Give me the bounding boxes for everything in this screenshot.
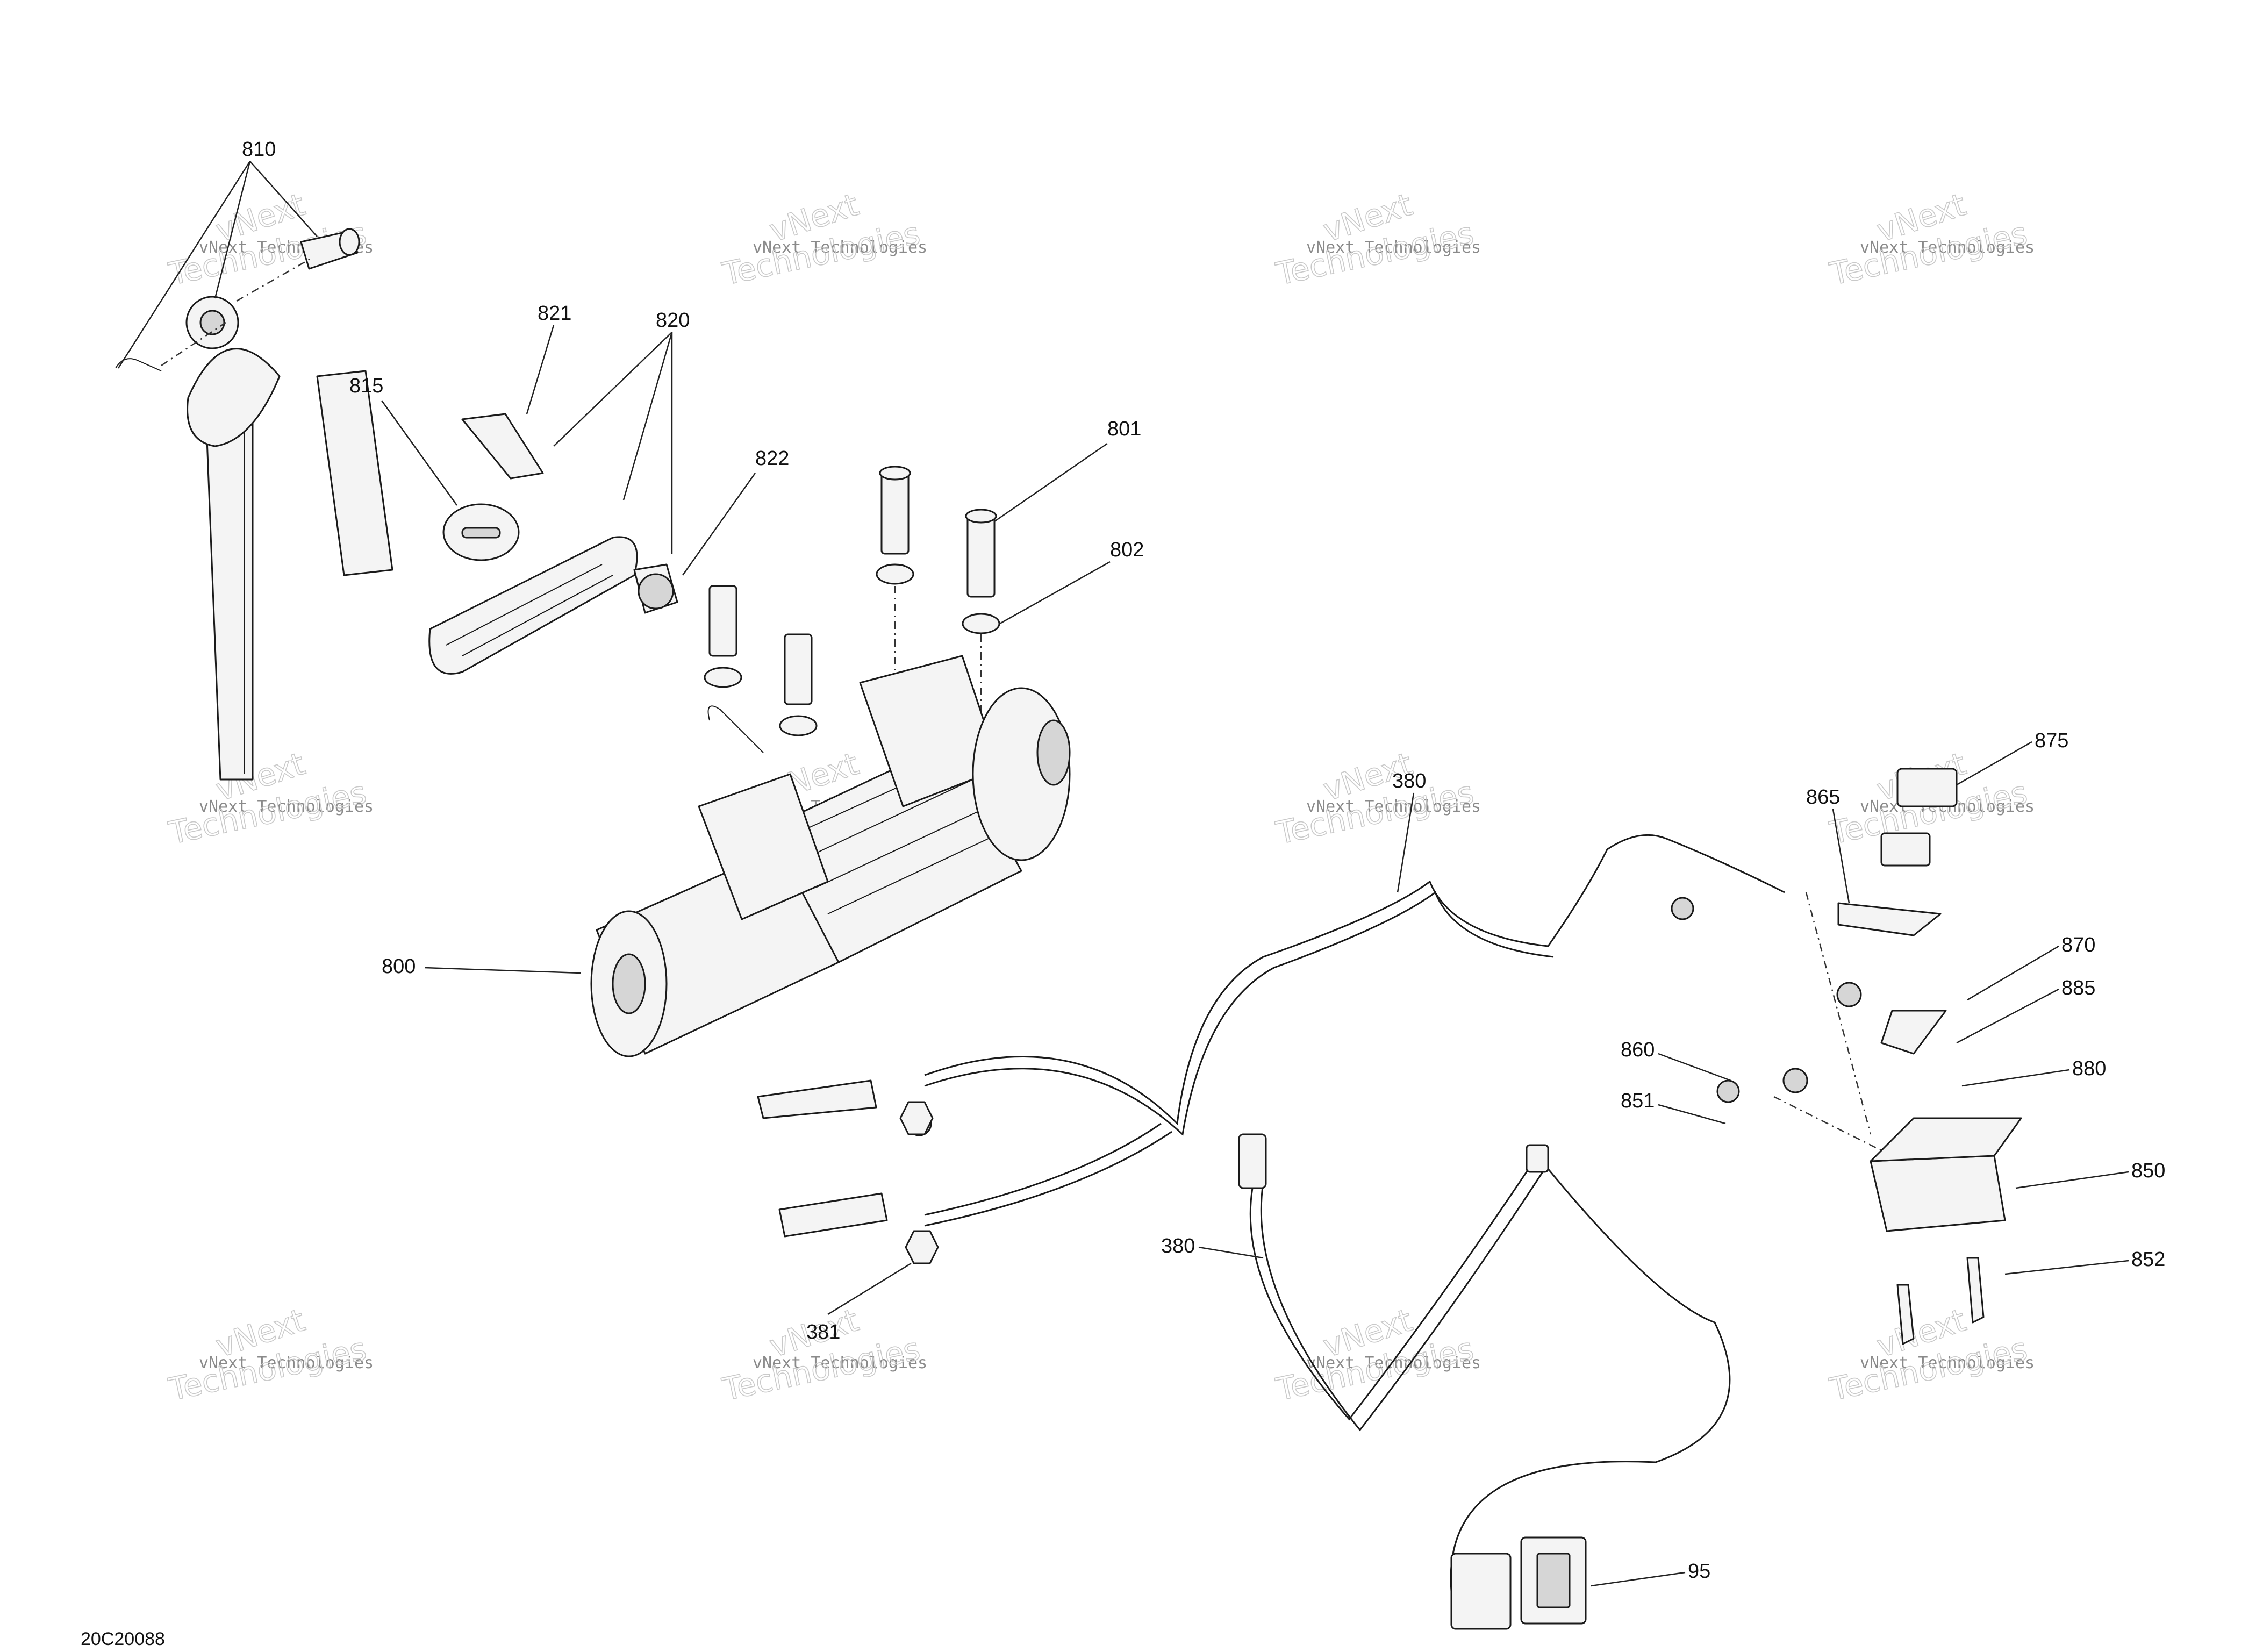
callout-810: 810 — [117, 138, 318, 369]
callout-label: 802 — [1110, 539, 1144, 561]
callout-label: 380 — [1392, 770, 1426, 792]
callout-label: 860 — [1621, 1039, 1655, 1061]
callout-label: 850 — [2131, 1160, 2165, 1182]
watermark-text-1: vNext Technologies — [1860, 1354, 2035, 1372]
watermark-text-1: vNext Technologies — [199, 797, 374, 816]
nuts-part — [899, 1101, 939, 1264]
callout-815: 815 — [349, 375, 458, 506]
callout-822: 822 — [682, 447, 789, 576]
rocker-switch-part — [1450, 1536, 1587, 1630]
watermark: vNext Technologies vNext Technologies — [165, 1301, 374, 1408]
callout-label: 822 — [755, 447, 789, 470]
callout-label: 815 — [349, 375, 383, 397]
watermark: vNext Technologies vNext Technologies — [719, 1301, 927, 1408]
callout-label: 381 — [806, 1321, 840, 1343]
watermark-text-1: vNext Technologies — [1306, 797, 1481, 816]
callout-label: 821 — [538, 302, 571, 325]
callout-875: 875 — [1956, 730, 2068, 786]
callout-870: 870 — [1967, 934, 2095, 1001]
hook-strap-part — [115, 228, 360, 781]
callout-850: 850 — [2015, 1160, 2165, 1189]
watermark: vNext Technologies vNext Technologies — [1272, 1301, 1481, 1408]
watermark-text-1: vNext Technologies — [199, 1354, 374, 1372]
callout-label: 810 — [242, 138, 276, 161]
callout-label: 380 — [1161, 1235, 1195, 1257]
callout-802: 802 — [999, 539, 1144, 625]
callout-label: 885 — [2061, 977, 2095, 999]
callout-380-lower: 380 — [1161, 1235, 1264, 1259]
callout-380-upper: 380 — [1392, 770, 1426, 893]
callout-851: 851 — [1621, 1090, 1726, 1125]
callout-821: 821 — [526, 302, 571, 414]
callout-885: 885 — [1956, 977, 2095, 1044]
callout-820: 820 — [553, 309, 690, 554]
callout-95: 95 — [1591, 1560, 1710, 1587]
watermark-text-1: vNext Technologies — [1306, 1354, 1481, 1372]
watermark: vNext Technologies vNext Technologies — [165, 745, 374, 852]
solenoid-assembly-part — [1671, 768, 2022, 1345]
callout-label: 852 — [2131, 1248, 2165, 1271]
callout-860: 860 — [1621, 1039, 1731, 1082]
watermark-text-1: vNext Technologies — [1306, 238, 1481, 257]
callout-label: 851 — [1621, 1090, 1655, 1112]
callout-label: 801 — [1107, 418, 1141, 440]
callout-381: 381 — [806, 1262, 912, 1343]
callout-801: 801 — [994, 418, 1141, 523]
watermark-text-1: vNext Technologies — [1860, 238, 2035, 257]
callout-label: 865 — [1806, 786, 1840, 809]
callout-865: 865 — [1806, 786, 1850, 904]
watermark-text-1: vNext Technologies — [753, 238, 927, 257]
callout-label: 95 — [1688, 1560, 1710, 1583]
drawing-code: 20C20088 — [81, 1629, 165, 1649]
wiring-harness-part — [757, 834, 1785, 1592]
watermark: vNext Technologies vNext Technologies — [1272, 745, 1481, 852]
winch-assembly-part — [590, 655, 1071, 1057]
watermark-layer: vNext Technologies vNext Technologies vN… — [165, 185, 2035, 1408]
callout-label: 880 — [2072, 1057, 2106, 1080]
watermark-text-1: vNext Technologies — [753, 1354, 927, 1372]
callout-label: 820 — [656, 309, 690, 332]
callout-852: 852 — [2004, 1248, 2165, 1275]
callout-label: 870 — [2061, 934, 2095, 956]
watermark: vNext Technologies vNext Technologies — [1826, 1301, 2035, 1408]
callout-label: 875 — [2035, 730, 2068, 752]
callout-label: 800 — [382, 955, 416, 978]
watermark: vNext Technologies vNext Technologies — [1826, 185, 2035, 292]
mounting-bolts-part — [704, 466, 1000, 736]
fairlead-part — [316, 370, 678, 675]
callout-layer: 810 821 820 815 822 801 802 — [117, 138, 2165, 1587]
watermark: vNext Technologies vNext Technologies — [719, 185, 927, 292]
callout-800: 800 — [382, 955, 581, 978]
callout-880: 880 — [1961, 1057, 2106, 1087]
watermark: vNext Technologies vNext Technologies — [1272, 185, 1481, 292]
